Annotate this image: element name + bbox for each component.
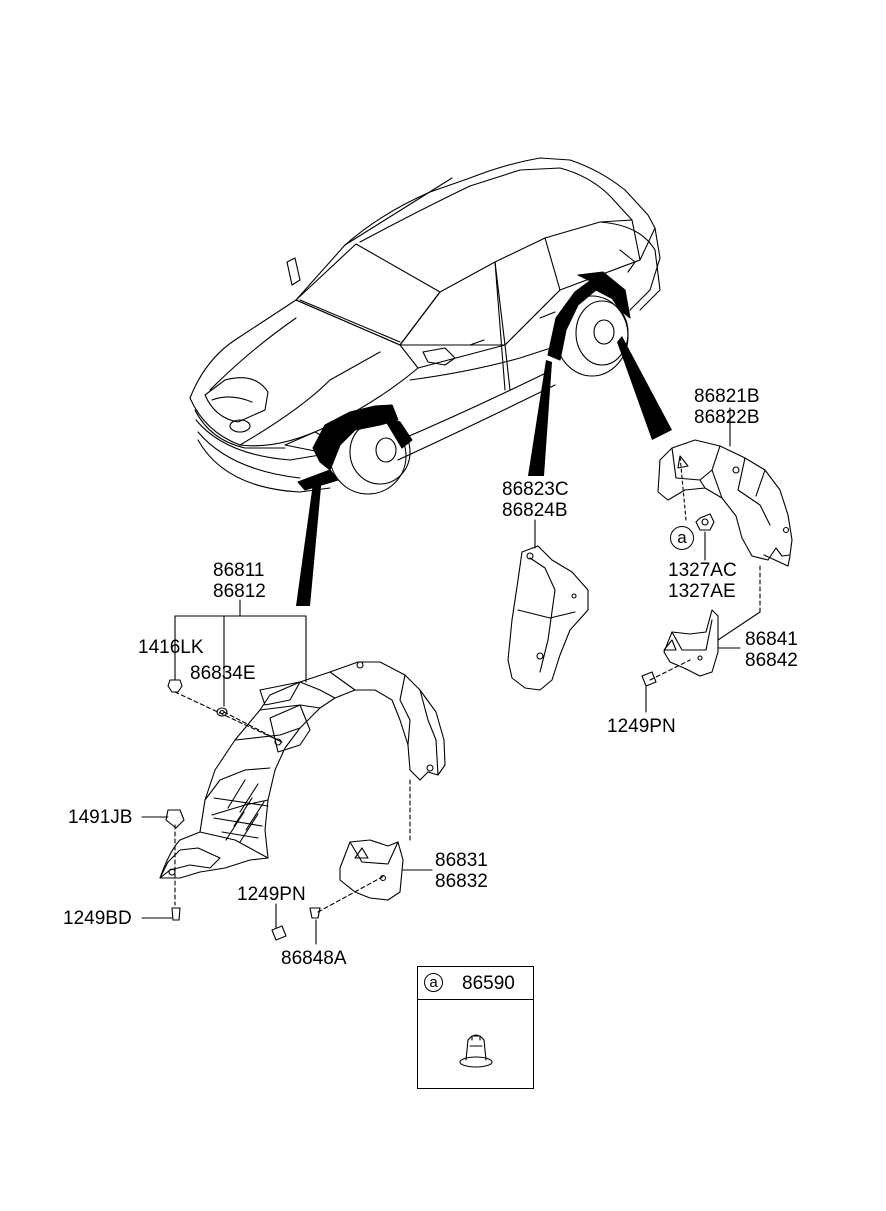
- bolt-1249bd-label: 1249BD: [63, 908, 132, 929]
- legend-box: a 86590: [417, 966, 534, 1089]
- screw-1249pn-front-label: 1249PN: [237, 884, 306, 905]
- clip-1491jb-label: 1491JB: [68, 807, 133, 828]
- front-liner-label: 86811 86812: [213, 560, 266, 602]
- rear-mudguard: [641, 609, 761, 687]
- legend-part-number: 86590: [462, 973, 515, 994]
- rear-wheel-guard-liner: [657, 407, 793, 613]
- washer-86834e-label: 86834E: [190, 663, 256, 684]
- callout-a-marker: a: [670, 526, 694, 550]
- bolt-1416lk-label: 1416LK: [138, 637, 204, 658]
- screw-1249pn-rear-label: 1249PN: [607, 716, 676, 737]
- legend-header: a 86590: [418, 967, 533, 1000]
- nut-86848a-label: 86848A: [281, 948, 347, 969]
- rear-mudguard-label: 86841 86842: [745, 629, 798, 671]
- front-mudguard-label: 86831 86832: [435, 850, 488, 892]
- leader-lines: [141, 519, 741, 945]
- rear-liner-nut: [679, 455, 715, 561]
- front-mudguard: [339, 839, 404, 901]
- legend-clip-icon: [459, 1034, 493, 1068]
- car-illustration: [189, 157, 672, 606]
- rear-side-cover-label: 86823C 86824B: [502, 479, 569, 521]
- nut-1327-label: 1327AC 1327AE: [668, 560, 737, 602]
- rear-side-cover: [507, 545, 589, 691]
- front-fasteners: [165, 679, 321, 941]
- rear-liner-label: 86821B 86822B: [694, 386, 760, 428]
- legend-marker: a: [424, 973, 443, 992]
- front-wheel-guard-liner: [159, 661, 446, 913]
